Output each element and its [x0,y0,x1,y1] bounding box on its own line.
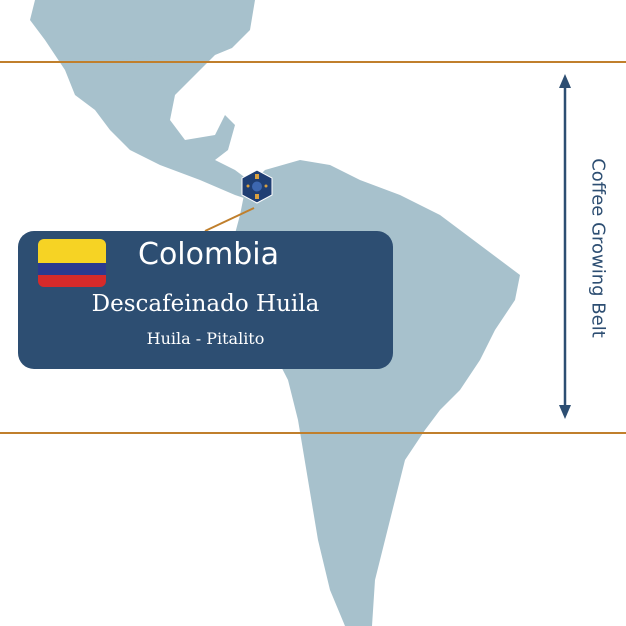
south-america-landmass [232,160,520,626]
origin-card: Colombia Descafeinado Huila Huila - Pita… [18,231,393,369]
country-name: Colombia [138,237,279,272]
coffee-belt-label: Coffee Growing Belt [587,158,609,338]
arrow-up-head [559,74,571,88]
north-central-america-landmass [30,0,255,200]
colombia-flag-icon [38,239,106,287]
gulf-coast-landmass [120,55,190,90]
origin-marker-icon [241,169,273,204]
pointer-line [204,207,255,232]
coffee-region: Huila - Pitalito [146,329,265,348]
coffee-name: Descafeinado Huila [91,291,320,317]
arrow-down-head [559,405,571,419]
